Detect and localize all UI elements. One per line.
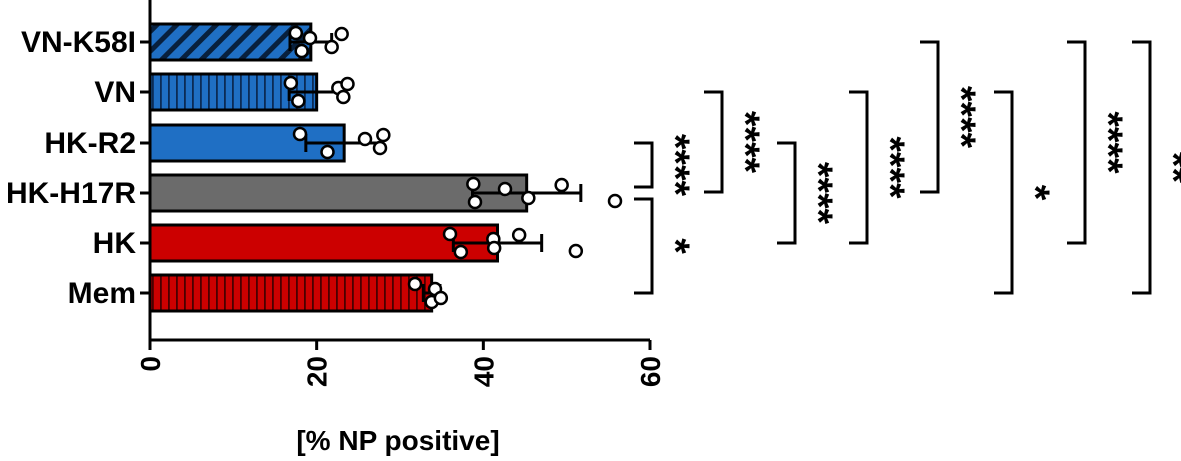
significance-label: **** <box>1086 111 1130 174</box>
data-point-hk-r2 <box>357 131 373 147</box>
data-point-mem <box>407 276 423 292</box>
significance-label: **** <box>868 136 912 199</box>
significance-layer: **************************** <box>634 40 1181 295</box>
category-label-mem: Mem <box>68 277 136 310</box>
data-point-hk-h17r <box>554 177 569 193</box>
x-tick-label-60: 60 <box>635 356 666 387</box>
bar-mem <box>148 273 434 313</box>
data-point-vn <box>291 93 306 109</box>
data-point-hk-h17r <box>497 181 513 197</box>
category-label-vn: VN <box>94 76 136 109</box>
data-point-hk-h17r <box>607 193 623 209</box>
data-point-mem <box>433 290 449 306</box>
data-point-hk <box>453 244 469 260</box>
data-point-vn-k58i <box>288 25 304 41</box>
significance-bracket <box>704 90 724 194</box>
data-point-hk-r2 <box>320 144 335 160</box>
data-point-hk <box>568 243 584 259</box>
data-point-hk-r2 <box>372 140 388 156</box>
significance-label: * <box>1013 185 1057 201</box>
data-point-vn <box>340 76 355 92</box>
data-point-vn-k58i <box>334 26 349 42</box>
data-point-hk <box>511 227 527 243</box>
data-point-hk-r2 <box>376 127 391 143</box>
significance-bracket <box>634 197 654 295</box>
significance-label: **** <box>653 134 697 197</box>
data-point-hk-r2 <box>292 126 308 142</box>
category-label-hk-r2: HK-R2 <box>44 127 136 160</box>
category-label-hk-h17r: HK-H17R <box>6 177 136 210</box>
data-point-vn-k58i <box>294 43 309 59</box>
significance-bracket <box>634 141 654 189</box>
data-point-hk-h17r <box>466 176 481 192</box>
x-tick-label-40: 40 <box>468 356 499 387</box>
bar-vn-k58i <box>148 22 313 62</box>
significance-bracket <box>849 90 869 245</box>
significance-label: * <box>653 238 697 254</box>
significance-bracket <box>920 40 940 194</box>
axes-layer <box>140 0 652 350</box>
significance-bracket <box>994 90 1014 295</box>
significance-bracket <box>777 141 797 245</box>
significance-label: ** <box>1151 152 1181 184</box>
significance-label: **** <box>796 162 840 225</box>
category-label-vn-k58i: VN-K58I <box>21 26 136 59</box>
data-point-hk <box>442 226 458 242</box>
data-point-hk-h17r <box>521 190 536 206</box>
significance-label: **** <box>723 111 767 174</box>
data-point-vn-k58i <box>324 39 339 55</box>
x-tick-label-0: 0 <box>135 356 166 372</box>
x-tick-labels-layer: 0 20 40 60 <box>135 356 666 387</box>
data-point-vn <box>336 89 351 105</box>
significance-bracket <box>1067 40 1087 245</box>
category-label-hk: HK <box>93 227 137 260</box>
data-point-hk <box>486 240 502 256</box>
data-point-hk-h17r <box>467 194 483 210</box>
x-tick-label-20: 20 <box>302 356 333 387</box>
bars-layer <box>148 22 529 313</box>
x-axis-title: [% NP positive] <box>296 425 499 456</box>
data-point-vn <box>283 75 299 91</box>
significance-label: **** <box>939 86 983 149</box>
bar-hk-h17r <box>148 173 529 213</box>
data-point-vn-k58i <box>302 30 318 46</box>
data-points-layer <box>283 25 623 310</box>
significance-bracket <box>1132 40 1152 295</box>
